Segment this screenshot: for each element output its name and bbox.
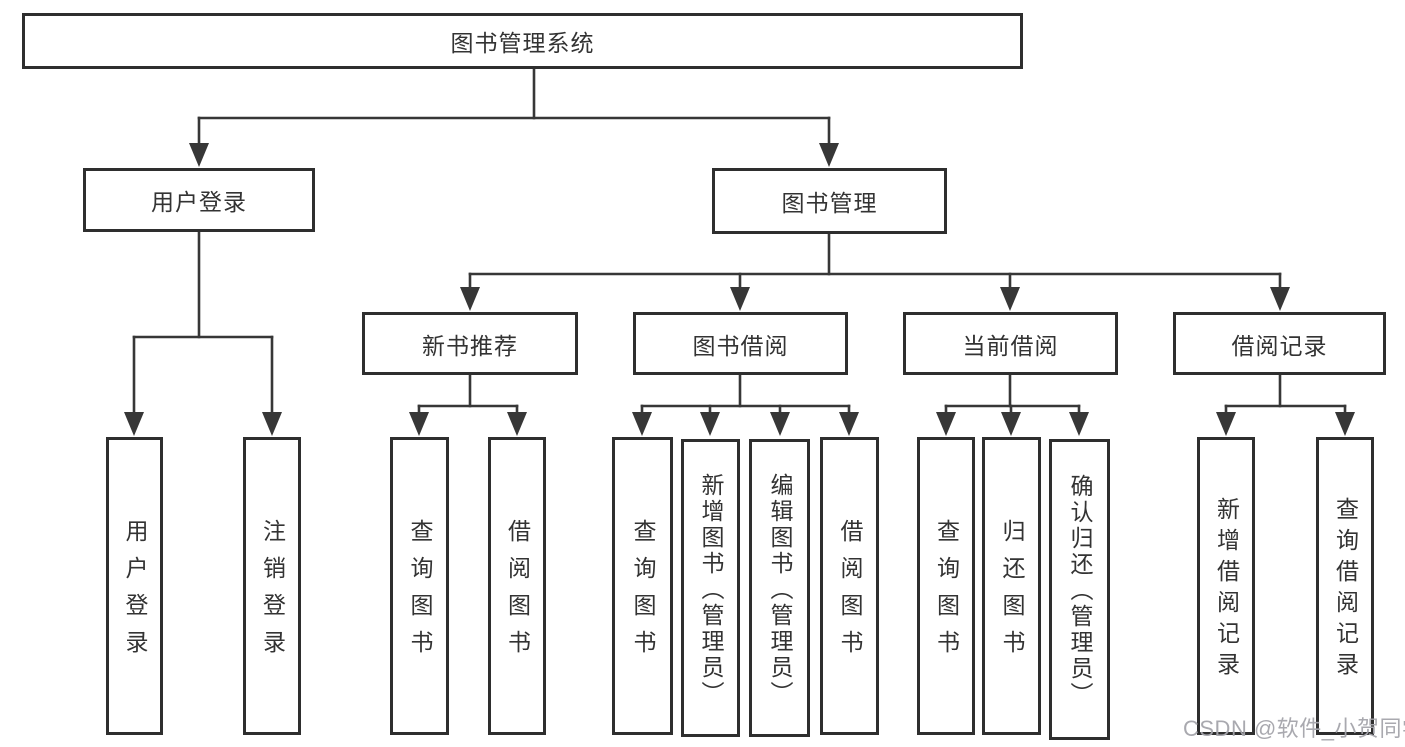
leaf-add-books-admin: 新增图书（管理员） <box>681 439 740 737</box>
node-user-login: 用户登录 <box>83 168 315 232</box>
node-label: 图书管理系统 <box>450 30 595 56</box>
leaf-add-borrow-record: 新增借阅记录 <box>1197 437 1255 735</box>
node-label: 查询借阅记录 <box>1332 497 1359 683</box>
node-label: 查询图书 <box>933 519 960 667</box>
leaf-query-books-current: 查询图书 <box>917 437 975 735</box>
node-label: 用户登录 <box>151 189 247 215</box>
node-label: 新书推荐 <box>422 332 518 359</box>
node-label: 编辑图书（管理员） <box>767 472 793 707</box>
node-label: 查询图书 <box>407 519 433 667</box>
node-borrow-records: 借阅记录 <box>1173 312 1386 375</box>
node-root-library-management-system: 图书管理系统 <box>22 13 1023 69</box>
leaf-return-books: 归还图书 <box>982 437 1041 735</box>
node-current-borrowing: 当前借阅 <box>903 312 1118 375</box>
csdn-watermark: CSDN @软件_小贺同学 <box>1183 716 1405 741</box>
node-book-borrowing: 图书借阅 <box>633 312 848 375</box>
leaf-borrow-books-recommend: 借阅图书 <box>488 437 546 735</box>
node-label: 新增借阅记录 <box>1213 497 1240 683</box>
leaf-query-books-borrowing: 查询图书 <box>612 437 673 735</box>
leaf-query-borrow-record: 查询借阅记录 <box>1316 437 1374 735</box>
leaf-confirm-return-admin: 确认归还（管理员） <box>1049 439 1110 740</box>
node-label: 新增图书（管理员） <box>698 472 724 707</box>
leaf-user-login: 用户登录 <box>106 437 163 735</box>
leaf-edit-books-admin: 编辑图书（管理员） <box>749 439 810 737</box>
node-label: 用户登录 <box>122 519 148 667</box>
arrowhead-icons <box>124 143 1355 436</box>
node-label: 确认归还（管理员） <box>1067 474 1093 708</box>
node-book-management: 图书管理 <box>712 168 947 234</box>
node-label: 借阅图书 <box>504 519 531 667</box>
leaf-logout: 注销登录 <box>243 437 301 735</box>
node-label: 归还图书 <box>999 519 1025 667</box>
node-label: 图书管理 <box>781 190 878 216</box>
node-label: 图书借阅 <box>692 332 789 359</box>
leaf-query-books-recommend: 查询图书 <box>390 437 449 735</box>
node-label: 借阅记录 <box>1231 332 1328 359</box>
node-label: 注销登录 <box>259 519 286 667</box>
node-label: 查询图书 <box>630 519 656 667</box>
node-label: 借阅图书 <box>837 519 863 667</box>
node-new-book-recommend: 新书推荐 <box>362 312 578 375</box>
leaf-borrow-books-borrowing: 借阅图书 <box>820 437 879 735</box>
node-label: 当前借阅 <box>962 332 1059 359</box>
